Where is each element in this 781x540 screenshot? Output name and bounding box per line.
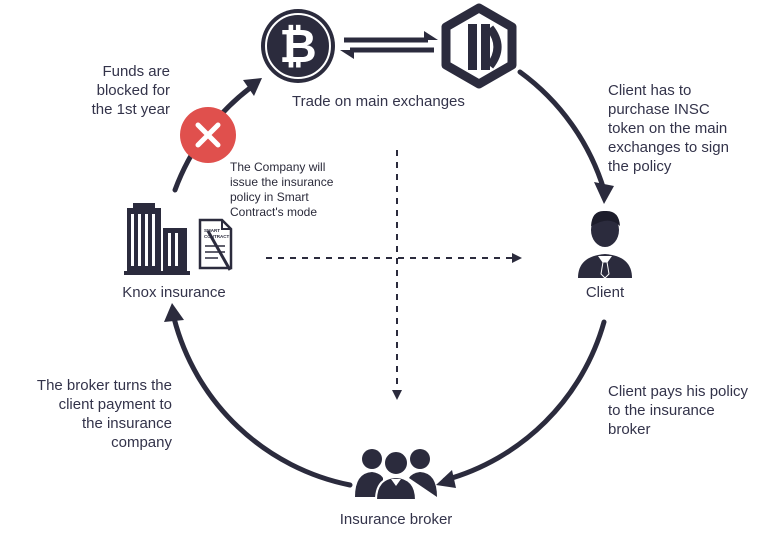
document-stamp-line-2: CONTRACT <box>204 234 229 239</box>
document-stamp-line-1: SMART <box>204 228 220 233</box>
exchanges-label: Trade on main exchanges <box>292 93 465 110</box>
broker-turns-note: The broker turns the client payment to t… <box>8 376 172 452</box>
arrowhead-knox <box>164 303 184 322</box>
blocked-x-icon <box>180 107 236 163</box>
funds-blocked-note: Funds are blocked for the 1st year <box>60 62 170 119</box>
exchange-logo-icon <box>441 3 517 89</box>
client-pays-note: Client pays his policy to the insurance … <box>608 382 780 439</box>
arrowhead-client <box>594 182 614 204</box>
arc-exchanges-to-client <box>517 69 607 193</box>
client-label: Client <box>585 284 625 301</box>
client-purchase-line-3: token on the main <box>608 120 728 137</box>
dashed-horizontal-arrowhead <box>512 253 522 263</box>
client-purchase-line-5: the policy <box>608 158 672 175</box>
arrowhead-broker <box>436 470 456 488</box>
exchange-arrows-icon <box>340 31 438 59</box>
arc-broker-to-knox <box>171 315 353 488</box>
building-icon <box>124 203 190 275</box>
client-person-icon <box>578 210 632 279</box>
company-issue-line-1: The Company will <box>230 160 326 174</box>
broker-label: Insurance broker <box>339 511 453 528</box>
company-issue-line-3: policy in Smart <box>230 190 309 204</box>
client-purchase-line-2: purchase INSC <box>608 101 710 118</box>
smart-contract-document-icon: SMART CONTRACT <box>198 218 233 271</box>
company-issue-line-2: issue the insurance <box>230 175 334 189</box>
arrowhead-exchanges <box>243 78 262 96</box>
bitcoin-icon: ₿ <box>261 9 335 83</box>
broker-turns-line-2: client payment to <box>58 396 172 413</box>
client-pays-line-3: broker <box>608 421 651 438</box>
knox-label: Knox insurance <box>122 284 226 301</box>
funds-blocked-line-2: blocked for <box>96 82 170 99</box>
broker-turns-line-1: The broker turns the <box>36 377 172 394</box>
company-issue-note: The Company will issue the insurance pol… <box>230 160 370 220</box>
broker-turns-line-4: company <box>111 434 172 451</box>
broker-group-icon <box>355 449 437 501</box>
client-purchase-line-1: Client has to <box>608 82 692 99</box>
funds-blocked-line-1: Funds are <box>102 63 170 80</box>
client-pays-line-1: Client pays his policy <box>608 383 749 400</box>
company-issue-line-4: Contract's mode <box>230 205 317 219</box>
broker-turns-line-3: the insurance <box>81 415 172 432</box>
client-purchase-line-4: exchanges to sign <box>608 139 729 156</box>
client-pays-line-2: to the insurance <box>608 402 715 419</box>
arc-client-to-broker <box>442 319 607 483</box>
client-purchase-note: Client has to purchase INSC token on the… <box>608 81 778 176</box>
funds-blocked-line-3: the 1st year <box>91 101 170 118</box>
dashed-vertical-arrowhead <box>392 390 402 400</box>
svg-text:₿: ₿ <box>279 19 317 73</box>
